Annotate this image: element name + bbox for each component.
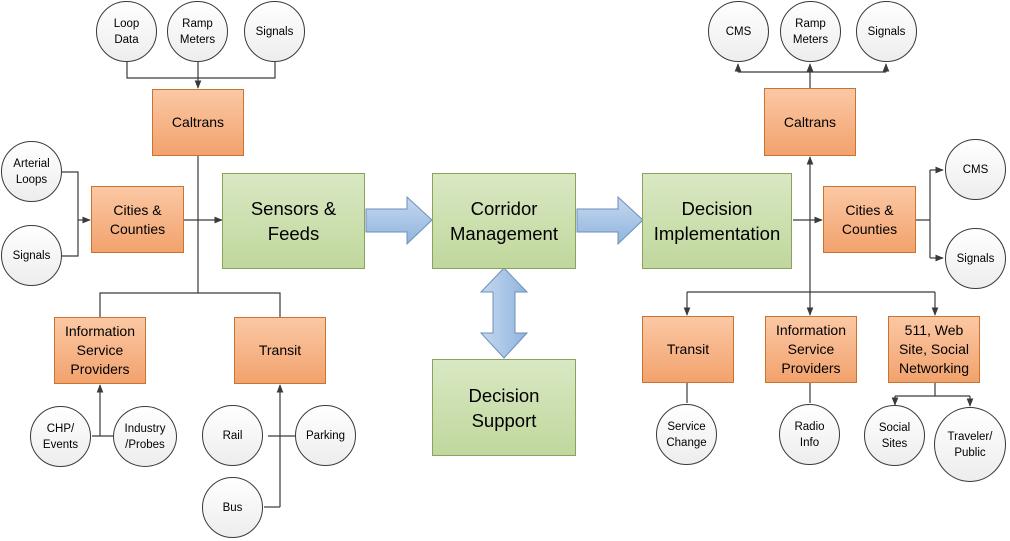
social-sites-circle: Social Sites (864, 405, 925, 466)
connector-loop-data (126, 62, 198, 79)
bus-circle: Bus (202, 477, 263, 538)
radio-info-circle: Radio Info (779, 404, 840, 465)
decision-support-box: Decision Support (432, 359, 576, 456)
corridor-management-box: Corridor Management (432, 173, 576, 269)
ramp-meters-output-circle: Ramp Meters (780, 1, 841, 62)
ramp-meters-circle: Ramp Meters (167, 1, 228, 62)
decision-implementation-box: Decision Implementation (642, 173, 792, 269)
isp-output-box: Information Service Providers (765, 316, 857, 383)
block-arrow-sensors-to-corridor (365, 195, 433, 246)
sensors-feeds-box: Sensors & Feeds (222, 173, 365, 269)
parking-circle: Parking (295, 405, 356, 466)
cms-right-circle: CMS (945, 139, 1006, 200)
industry-probes-circle: Industry /Probes (113, 406, 177, 467)
cities-counties-output-box: Cities & Counties (823, 186, 916, 253)
block-arrow-corridor-to-implementation (576, 195, 644, 246)
signals-top-left-circle: Signals (244, 1, 305, 62)
connector-signals-top (198, 62, 276, 79)
connector-caltrans-out (738, 71, 886, 88)
connector-cities-out (916, 170, 931, 258)
signals-left-circle: Signals (1, 225, 62, 286)
block-arrow-corridor-support-bidirectional (479, 267, 529, 359)
cities-counties-input-box: Cities & Counties (91, 186, 184, 253)
isp-input-box: Information Service Providers (54, 317, 146, 384)
rail-circle: Rail (202, 405, 263, 466)
cms-top-circle: CMS (708, 1, 769, 62)
arterial-loops-circle: Arterial Loops (1, 141, 62, 202)
traveler-public-circle: Traveler/ Public (934, 407, 1006, 482)
loop-data-circle: Loop Data (96, 1, 157, 62)
connector-arterial-loops (62, 171, 79, 257)
connector-511-out (895, 383, 970, 397)
web-511-output-box: 511, Web Site, Social Networking (888, 316, 980, 383)
service-change-circle: Service Change (656, 404, 717, 465)
connector-branch-bottom (99, 292, 281, 317)
caltrans-output-box: Caltrans (764, 88, 856, 156)
transit-output-box: Transit (642, 316, 734, 383)
transit-input-box: Transit (234, 317, 326, 384)
caltrans-input-box: Caltrans (152, 89, 244, 156)
signals-right-circle: Signals (945, 228, 1006, 289)
signals-top-right-circle: Signals (856, 1, 917, 62)
chp-events-circle: CHP/ Events (30, 406, 91, 467)
